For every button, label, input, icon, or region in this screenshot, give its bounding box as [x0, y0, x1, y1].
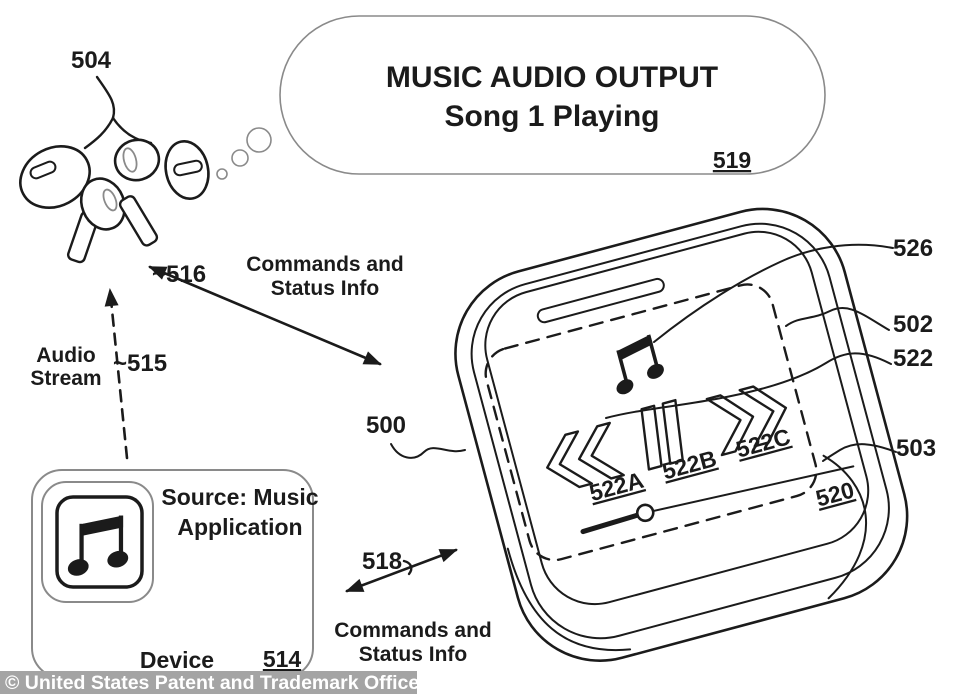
case-corner-contour-left	[506, 547, 632, 652]
dashed-arrow-515	[104, 288, 129, 460]
commands-arrow-top: ~516 Commands and Status Info	[148, 253, 404, 366]
ref-522: 522	[893, 345, 933, 372]
song-status-text: Song 1 Playing	[444, 100, 659, 133]
slider-knob[interactable]	[635, 503, 655, 523]
device-box: Source: Music Application Device 514	[31, 469, 319, 679]
watermark-background	[0, 671, 417, 694]
earbuds-illustration: 504	[19, 47, 210, 264]
leader-522	[605, 352, 892, 419]
case-lid-face	[484, 230, 870, 606]
ref-518: 518	[362, 548, 402, 575]
commands-caption-top-line1: Commands and	[246, 253, 404, 276]
right-earbud-stem	[118, 195, 159, 247]
left-earbud-vent	[29, 160, 57, 180]
ref-503: 503	[896, 435, 936, 462]
music-app-icon	[41, 481, 154, 603]
case-rim	[470, 222, 890, 640]
earbuds-leader-right-branch	[111, 116, 153, 145]
ref-526: 526	[893, 235, 933, 262]
ref-519: 519	[713, 147, 751, 173]
left-earbud-highlight	[102, 188, 118, 212]
leader-502	[785, 306, 890, 331]
right-earbud-vent	[173, 159, 203, 177]
slider-track-filled	[580, 510, 648, 535]
thought-bubble-outline	[279, 15, 826, 175]
fast-forward-icon[interactable]	[705, 380, 793, 457]
pause-icon[interactable]	[640, 398, 684, 471]
audio-stream-label-line2: Stream	[30, 367, 101, 390]
commands-caption-bottom-line2: Status Info	[359, 643, 468, 666]
commands-caption-bottom-line1: Commands and	[334, 619, 492, 642]
watermark-text: © United States Patent and Trademark Off…	[5, 672, 419, 694]
ref-520: 520	[813, 477, 857, 512]
ref-522A: 522A	[587, 467, 647, 506]
right-earbud-highlight	[122, 147, 138, 173]
thought-dot-medium	[231, 149, 249, 167]
audio-stream-arrow: ~515 Audio Stream	[30, 288, 167, 460]
case-corner-contour-right	[822, 454, 868, 600]
rewind-icon[interactable]	[540, 421, 625, 494]
source-label-line2: Application	[177, 514, 302, 540]
earbuds-leader-line	[95, 75, 116, 120]
audio-stream-label-line1: Audio	[36, 344, 95, 367]
slider-track	[644, 465, 855, 514]
commands-arrow-bottom: 518 Commands and Status Info	[334, 548, 492, 666]
thought-dot-small	[216, 168, 228, 180]
case-callouts: 500 526 502 522 503	[366, 235, 936, 462]
music-output-title: MUSIC AUDIO OUTPUT	[386, 61, 718, 94]
thought-bubble: MUSIC AUDIO OUTPUT Song 1 Playing 519	[216, 15, 826, 180]
case-hinge-slot	[536, 277, 665, 324]
device-label: Device	[140, 647, 214, 673]
music-app-note-glyph	[67, 515, 129, 576]
charging-case: 522A 522B 522C 520	[454, 207, 909, 662]
ref-500: 500	[366, 412, 406, 439]
left-earbud-body	[19, 145, 91, 209]
case-outer-shell	[454, 207, 909, 662]
ref-516: ~516	[152, 261, 206, 288]
leader-526	[653, 243, 894, 343]
left-earbud	[19, 145, 127, 264]
thought-dot-large	[246, 127, 272, 153]
ref-502: 502	[893, 311, 933, 338]
touchscreen-boundary	[484, 283, 818, 562]
music-app-icon-frame	[55, 495, 144, 589]
music-app-icon-outer	[41, 481, 154, 603]
leader-500	[390, 443, 466, 459]
watermark-banner: © United States Patent and Trademark Off…	[0, 671, 419, 694]
commands-caption-top-line2: Status Info	[271, 277, 380, 300]
left-earbud-tip	[79, 177, 127, 231]
volume-slider[interactable]	[580, 450, 855, 538]
ref-518-squiggle	[402, 559, 413, 576]
music-note-icon	[616, 334, 664, 395]
source-label-line1: Source: Music	[161, 484, 318, 510]
double-arrow-516	[148, 265, 382, 366]
double-arrow-518	[345, 548, 458, 593]
ref-514: 514	[263, 646, 302, 672]
ref-515: ~515	[113, 350, 167, 377]
ref-504: 504	[71, 47, 112, 74]
earbuds-leader-left-branch	[83, 116, 115, 150]
right-earbud	[113, 138, 210, 247]
leader-503	[822, 443, 897, 462]
